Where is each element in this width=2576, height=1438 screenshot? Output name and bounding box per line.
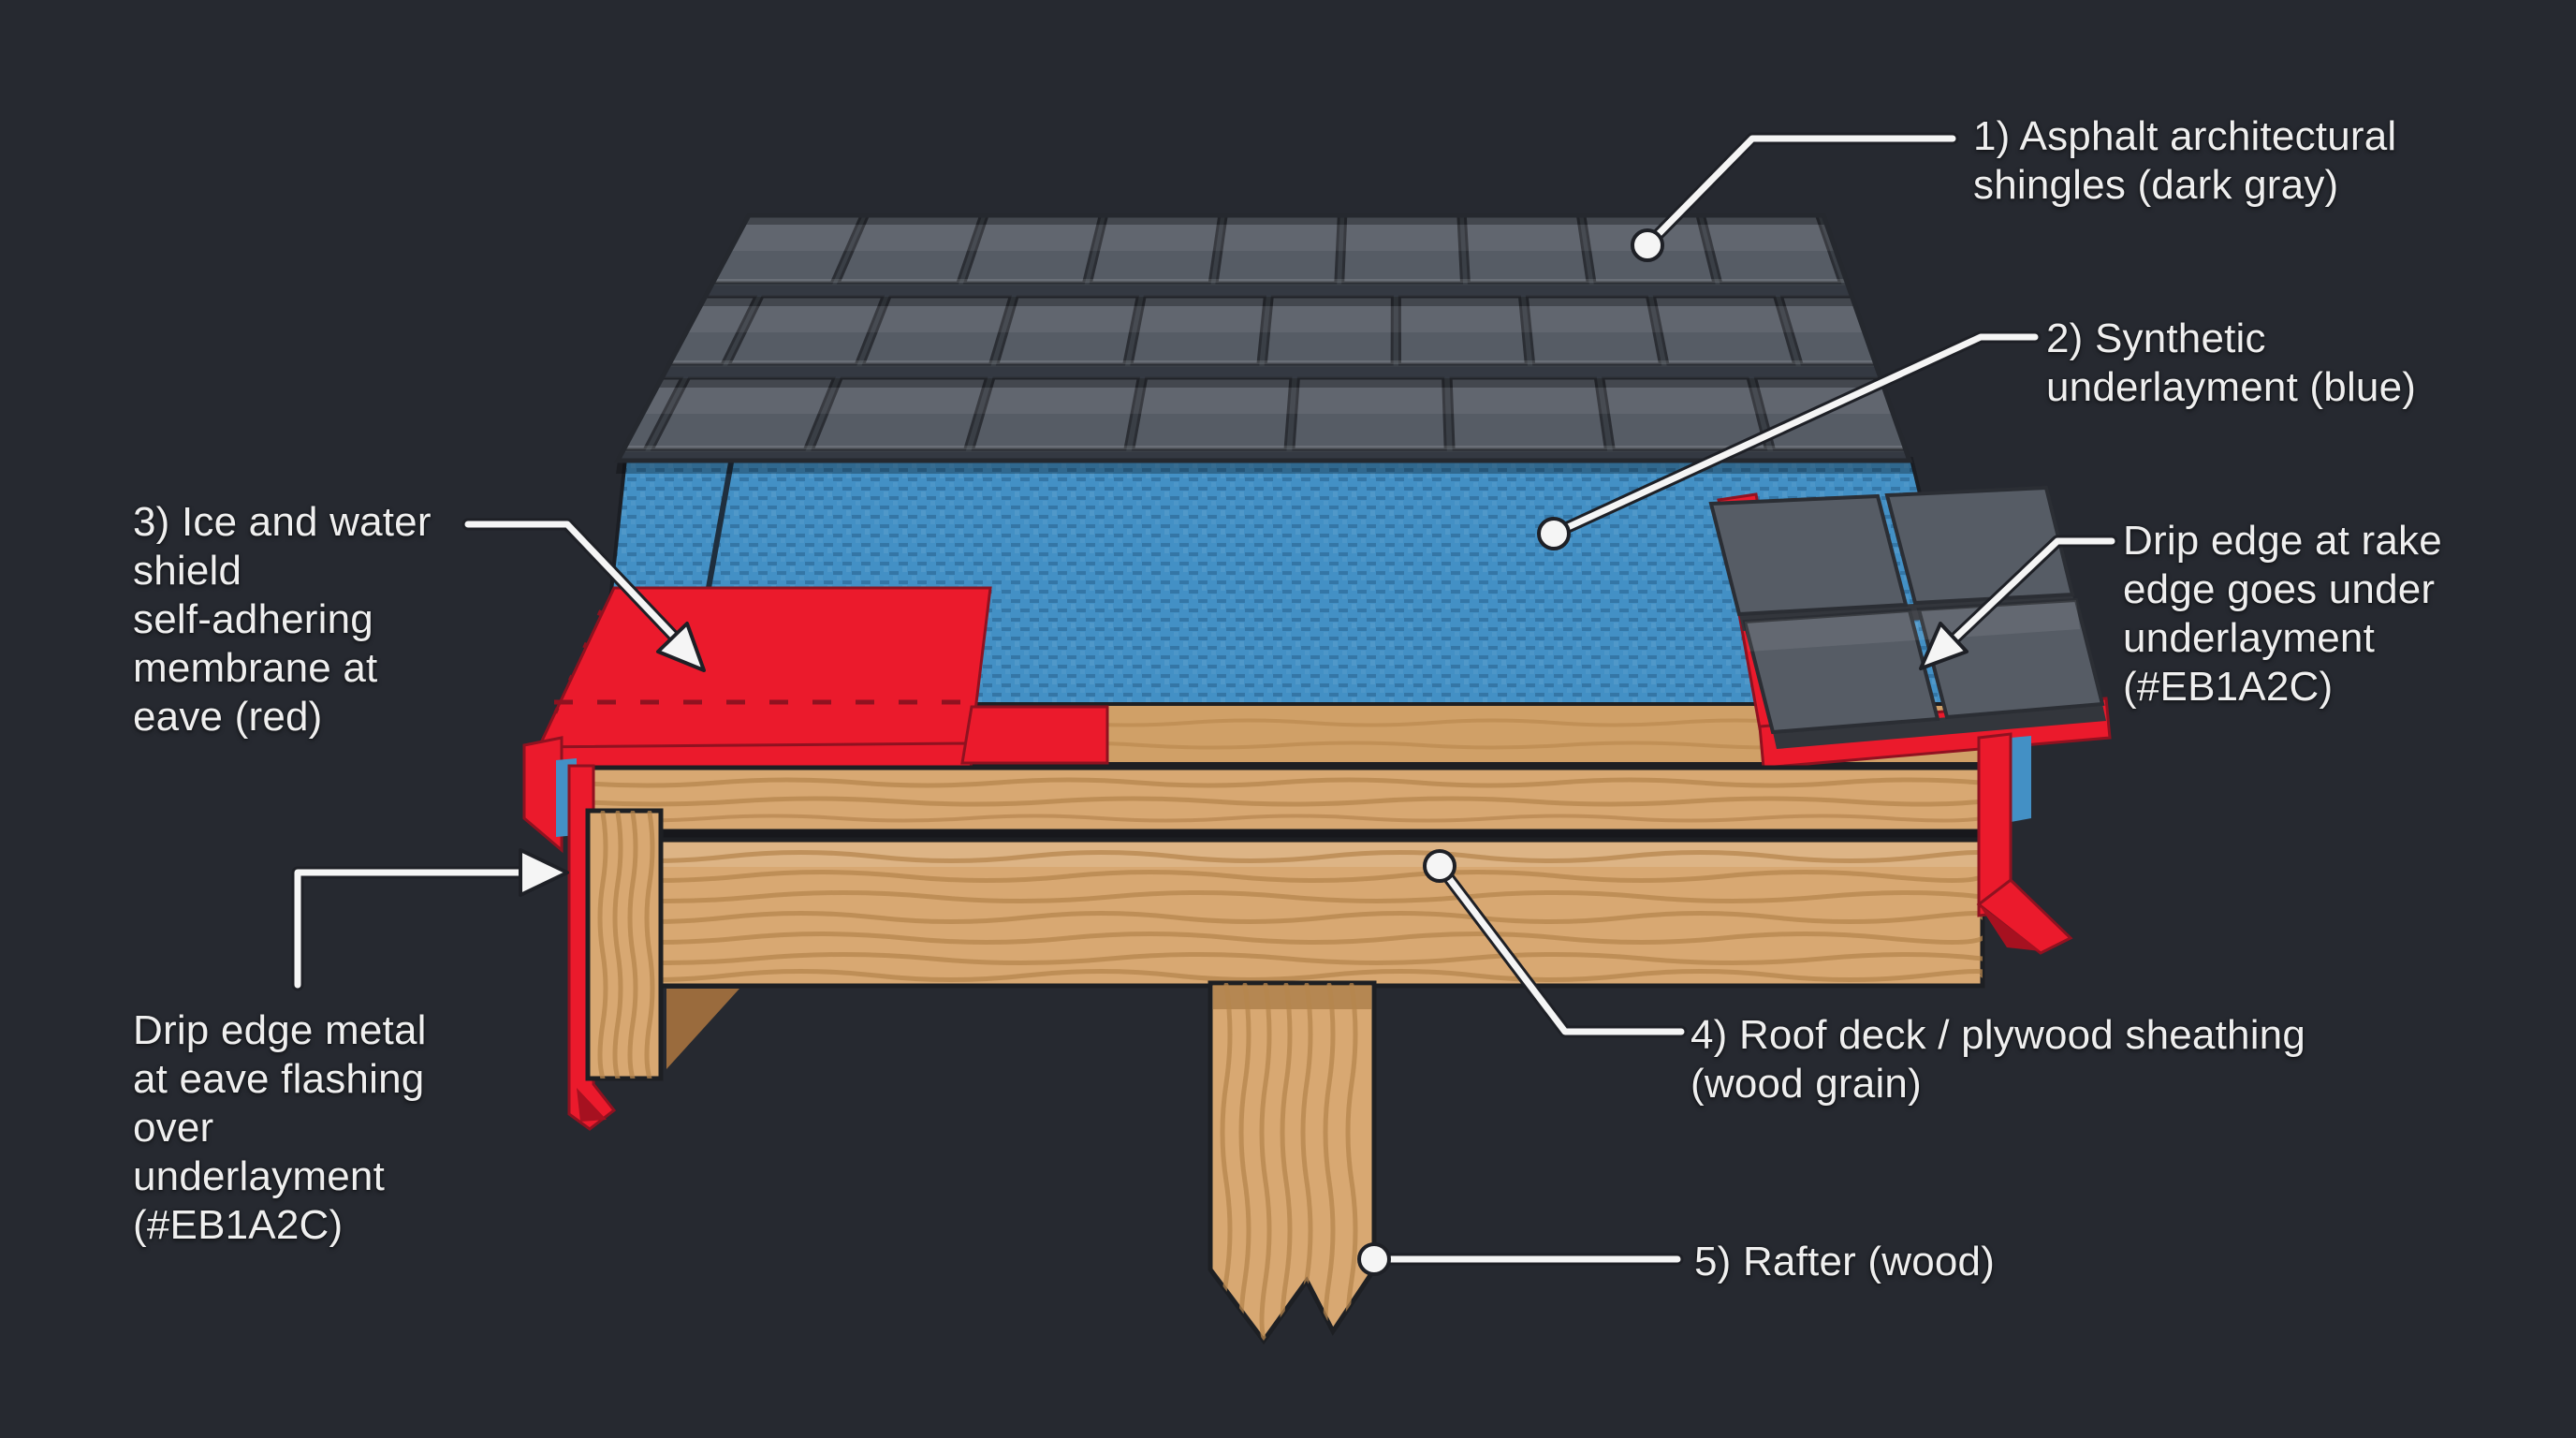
shingle-field-outline xyxy=(613,213,1913,463)
label-line: Drip edge metal xyxy=(133,1007,427,1053)
label-line: over xyxy=(133,1105,214,1151)
dot-underlayment xyxy=(1537,517,1571,550)
label-line: membrane at xyxy=(133,645,378,691)
leader-ice-water xyxy=(464,521,680,642)
rake-underlayment-edge xyxy=(2011,736,2031,822)
leader-drip-rake xyxy=(1945,537,2115,648)
arrow-ice-water xyxy=(656,622,706,672)
dot-roof-deck xyxy=(1423,849,1456,883)
label-line: 3) Ice and water xyxy=(133,499,432,545)
label-line: self-adhering xyxy=(133,596,373,642)
label-rafter: 5) Rafter (wood) xyxy=(1694,1238,1995,1286)
label-line: 2) Synthetic xyxy=(2046,315,2266,361)
rafter-board xyxy=(1208,980,1377,1345)
leader-underlayment xyxy=(1550,333,2039,537)
label-line: shield xyxy=(133,548,242,594)
label-line: at eave flashing xyxy=(133,1056,425,1102)
label-line: 4) Roof deck / plywood sheathing xyxy=(1690,1012,2306,1058)
label-drip-edge-rake: Drip edge at rake edge goes under underl… xyxy=(2123,517,2442,712)
label-roof-deck: 4) Roof deck / plywood sheathing (wood g… xyxy=(1690,1011,2305,1108)
label-line: (wood grain) xyxy=(1690,1061,1922,1107)
eave-membrane-fold xyxy=(522,736,564,854)
label-drip-edge-eave: Drip edge metal at eave flashing over un… xyxy=(133,1006,427,1250)
callout-leaders xyxy=(291,132,2118,1276)
left-end-details xyxy=(567,764,739,1131)
arrow-drip-rake xyxy=(1919,622,1969,670)
label-shingles: 1) Asphalt architectural shingles (dark … xyxy=(1973,112,2396,210)
label-underlayment: 2) Synthetic underlayment (blue) xyxy=(2046,315,2416,412)
dot-rafter xyxy=(1357,1242,1391,1276)
membrane-lap-strip xyxy=(960,705,1109,765)
label-line: Drip edge at rake xyxy=(2123,518,2442,564)
roof-deck-boards xyxy=(572,765,1985,989)
leader-roof-deck xyxy=(1436,862,1685,1035)
rake-shingle-group xyxy=(1708,485,2106,749)
shingle-field xyxy=(618,215,1910,461)
ice-water-shield-membrane xyxy=(522,586,1109,786)
label-line: edge goes under xyxy=(2123,566,2436,612)
label-line: underlayment xyxy=(2123,615,2375,661)
leader-shingles xyxy=(1644,135,1956,249)
label-line: underlayment (blue) xyxy=(2046,364,2417,410)
label-ice-water-shield: 3) Ice and water shield self-adhering me… xyxy=(133,498,432,741)
label-line: eave (red) xyxy=(133,694,323,740)
label-line: shingles (dark gray) xyxy=(1973,162,2339,208)
label-line: (#EB1A2C) xyxy=(133,1202,344,1248)
dot-shingles xyxy=(1631,228,1664,262)
label-line: 1) Asphalt architectural xyxy=(1973,113,2397,159)
leader-drip-eave xyxy=(294,869,528,989)
soffit-shadow xyxy=(666,989,739,1069)
label-line: (#EB1A2C) xyxy=(2123,664,2334,710)
label-line: 5) Rafter (wood) xyxy=(1694,1239,1996,1284)
underlayment-seam xyxy=(706,462,734,589)
arrow-drip-eave xyxy=(519,848,569,897)
right-end-details xyxy=(1976,732,2073,955)
label-line: underlayment xyxy=(133,1153,385,1199)
